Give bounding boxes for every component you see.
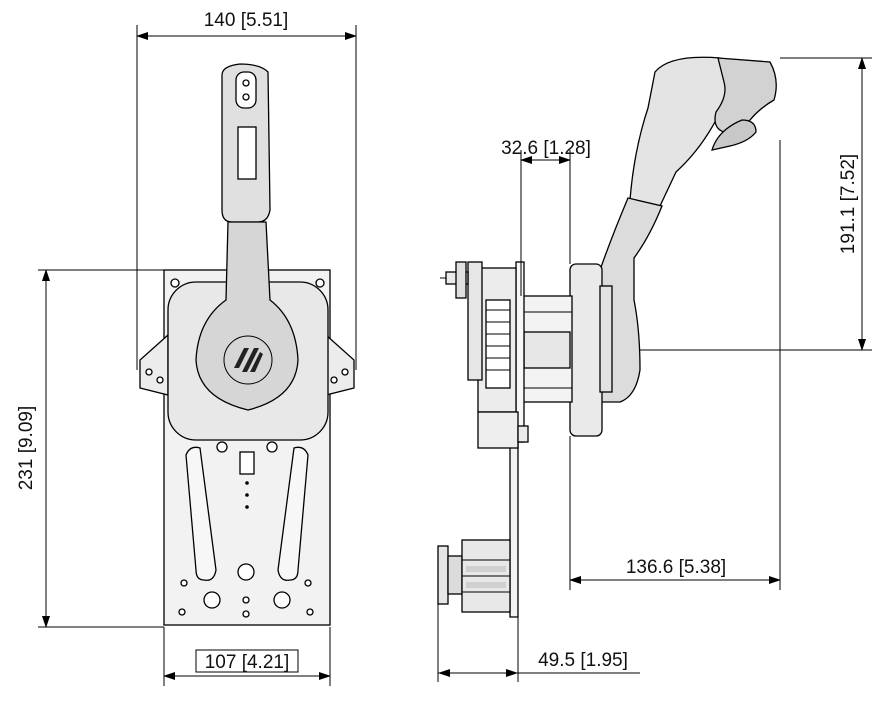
- front-lever-neck: [195, 221, 299, 411]
- side-lever-arm: [599, 197, 663, 403]
- side-view: [437, 56, 777, 618]
- side-hub: [569, 263, 603, 437]
- dim-top-width: 140 [5.51]: [204, 10, 289, 31]
- dim-side-plate: 32.6 [1.28]: [501, 138, 591, 159]
- front-right-tab: [325, 333, 355, 396]
- dim-right-height: 191.1 [7.52]: [838, 154, 859, 254]
- side-plate-extension: [509, 441, 519, 618]
- side-lever-handle: [629, 56, 728, 207]
- brand-logo-icon: [223, 335, 273, 385]
- front-dimension-lines: [38, 25, 357, 686]
- front-left-slot: [185, 446, 217, 581]
- front-left-tab: [139, 333, 169, 396]
- front-view: [139, 63, 355, 626]
- side-cable-connector: [437, 539, 511, 613]
- dim-side-base: 49.5 [1.95]: [538, 650, 628, 671]
- dim-left-height: 231 [9.09]: [16, 406, 37, 491]
- dim-bottom-width: 107 [4.21]: [205, 652, 290, 673]
- front-right-slot: [277, 446, 309, 581]
- side-dimension-lines: [437, 57, 872, 682]
- dim-side-reach: 136.6 [5.38]: [626, 557, 726, 578]
